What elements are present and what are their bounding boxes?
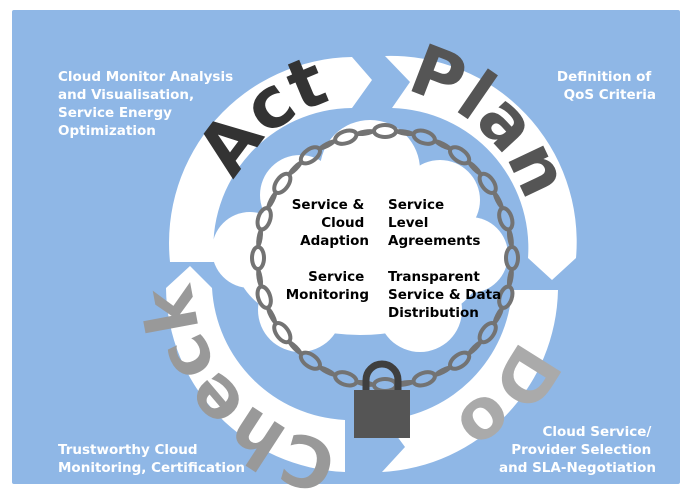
check-segment: [166, 266, 345, 472]
center-transparent-distribution: Transparent Service & Data Distribution: [388, 269, 506, 321]
corner-bottom-right: Cloud Service/ Provider Selection and SL…: [499, 424, 656, 476]
chain-link: [506, 227, 514, 249]
center-service-monitoring: Service Monitoring: [286, 269, 369, 303]
corner-bottom-left: Trustworthy Cloud Monitoring, Certificat…: [58, 442, 245, 476]
corner-top-right: Definition of QoS Criteria: [557, 69, 656, 103]
chain-ring: [250, 123, 520, 393]
corner-top-left: Cloud Monitor Analysis and Visualisation…: [58, 69, 238, 139]
pdca-ring: [166, 55, 577, 472]
act-segment: [169, 57, 372, 262]
padlock-icon: [354, 360, 410, 438]
center-service-level-agreements: Service Level Agreements: [388, 197, 480, 249]
center-service-adaption: Service & Cloud Adaption: [292, 197, 369, 249]
plan-segment: [385, 55, 577, 280]
do-segment: [382, 290, 558, 472]
